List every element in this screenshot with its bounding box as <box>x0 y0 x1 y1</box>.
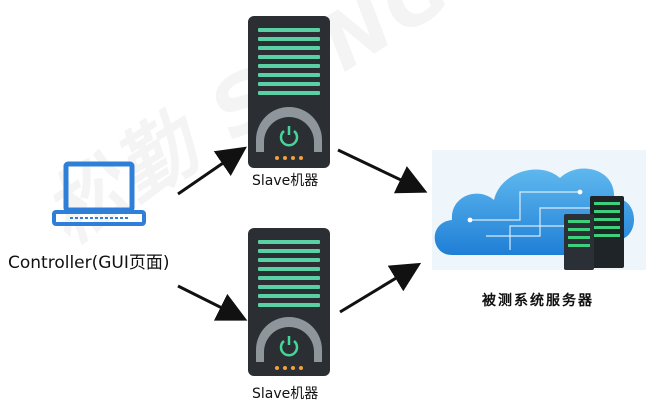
arrow-icon <box>177 284 248 321</box>
server-icon <box>248 16 330 168</box>
controller-label: Controller(GUI页面) <box>8 253 170 273</box>
power-icon <box>279 126 299 147</box>
monitor-icon <box>52 161 146 226</box>
arrow-icon <box>339 262 422 314</box>
server-rack-icon <box>564 196 624 270</box>
slave-top-label: Slave机器 <box>252 173 319 189</box>
arrow-icon <box>337 148 428 194</box>
power-icon <box>279 336 299 357</box>
server-icon <box>248 228 330 376</box>
target-system-label: 被测系统服务器 <box>482 293 594 309</box>
arrow-icon <box>177 146 247 196</box>
slave-bottom-label: Slave机器 <box>252 386 319 402</box>
